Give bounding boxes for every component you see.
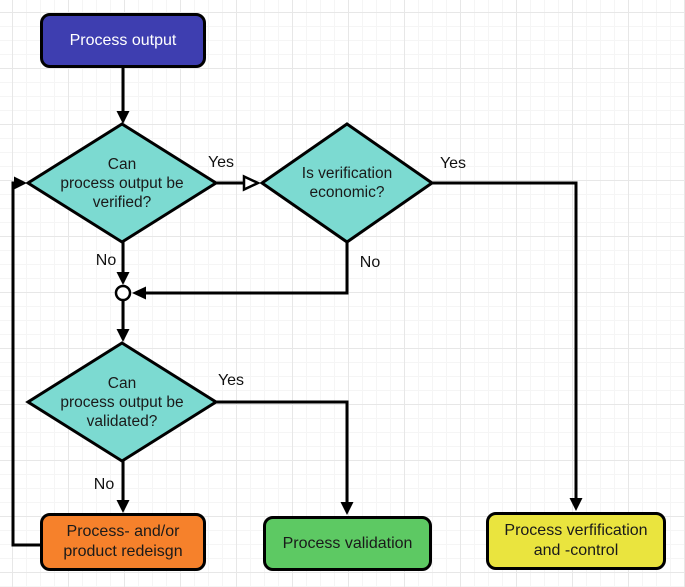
arrowhead-economic-no <box>132 286 146 300</box>
diamond-validate-line1: Can <box>107 375 137 392</box>
node-process-validation-label: Process validation <box>282 534 413 552</box>
diamond-verify-line2: process output be <box>60 175 184 192</box>
node-process-verification-control-line1: Process verfification <box>504 522 648 539</box>
diamond-economic-line2: economic? <box>309 184 385 201</box>
edge-redesign-feedback-to-verify <box>11 181 40 547</box>
label-economic-yes: Yes <box>439 155 467 172</box>
arrowhead-into-verify <box>116 111 130 124</box>
arrowhead-feedback-into-verify <box>14 176 27 190</box>
diamond-verify-line1: Can <box>107 156 137 173</box>
diamond-economic-text: Is verification economic? <box>257 164 437 202</box>
label-validate-yes: Yes <box>217 372 245 389</box>
junction-circle <box>114 284 132 302</box>
diamond-validate-line3: validated? <box>86 413 158 430</box>
label-validate-no: No <box>93 476 115 493</box>
node-process-verification-control-line2: and -control <box>533 542 619 559</box>
diamond-validate-decision <box>25 341 219 463</box>
diamond-verify-decision <box>25 122 219 244</box>
node-process-validation: Process validation <box>263 516 432 571</box>
label-economic-no: No <box>359 254 381 271</box>
diamond-economic-line1: Is verification <box>301 165 393 182</box>
node-process-redesign: Process- and/or product redeisgn <box>40 513 206 571</box>
arrowhead-into-redesign <box>116 500 130 513</box>
diamond-economic-decision <box>259 122 435 244</box>
label-verify-no: No <box>95 252 117 269</box>
arrowhead-into-validation <box>340 502 354 515</box>
edge-validate-yes-to-validation <box>216 400 349 502</box>
diamond-verify-line3: verified? <box>92 194 152 211</box>
node-process-verification-control: Process verfification and -control <box>486 512 666 570</box>
edge-economic-yes-to-vercontrol <box>432 181 578 498</box>
diamond-validate-line2: process output be <box>60 394 184 411</box>
diamond-validate-text: Can process output be validated? <box>32 374 212 431</box>
node-process-output-label: Process output <box>69 31 177 49</box>
arrowhead-into-vercontrol <box>569 498 583 511</box>
arrowhead-verify-no <box>116 272 130 285</box>
label-verify-yes: Yes <box>207 154 235 171</box>
node-process-output: Process output <box>40 13 206 68</box>
open-arrowhead-verify-yes <box>242 174 261 192</box>
node-process-redesign-line1: Process- and/or <box>66 523 180 540</box>
node-process-redesign-line2: product redeisgn <box>63 543 183 560</box>
diamond-verify-text: Can process output be verified? <box>32 155 212 212</box>
arrowhead-into-validate <box>116 329 130 342</box>
edge-economic-no-to-junction <box>146 242 349 295</box>
